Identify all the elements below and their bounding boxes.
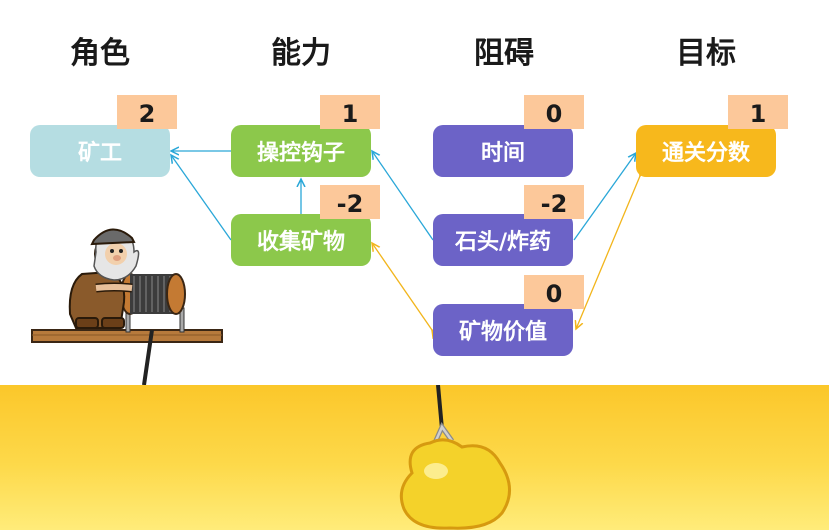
edge-collect-to-miner <box>171 155 232 241</box>
score-control-hook: 1 <box>320 95 380 129</box>
node-control-hook: 操控钩子 <box>231 125 371 177</box>
node-miner: 矿工 <box>30 125 170 177</box>
node-control-hook-label: 操控钩子 <box>256 141 345 166</box>
header-obstacle: 阻碍 <box>474 36 534 71</box>
score-ore-value: 0 <box>524 275 584 309</box>
node-collect-ore-label: 收集矿物 <box>256 230 345 255</box>
header-ability: 能力 <box>271 36 331 71</box>
miner-icon <box>31 228 223 385</box>
node-level-score: 通关分数 <box>636 125 776 177</box>
score-time: 0 <box>524 95 584 129</box>
node-stone-dynamite-label: 石头/炸药 <box>454 230 552 255</box>
node-collect-ore: 收集矿物 <box>231 214 371 266</box>
score-stone-dynamite: -2 <box>524 185 584 219</box>
node-time: 时间 <box>433 125 573 177</box>
edge-score-value <box>576 176 640 329</box>
score-collect-ore: -2 <box>320 185 380 219</box>
edge-value-collect <box>372 243 432 330</box>
node-time-label: 时间 <box>480 141 525 166</box>
node-ore-value: 矿物价值 <box>433 304 573 356</box>
node-miner-label: 矿工 <box>77 141 122 166</box>
score-level-score: 1 <box>728 95 788 129</box>
score-miner: 2 <box>117 95 177 129</box>
node-ore-value-label: 矿物价值 <box>458 320 547 345</box>
edge-stone-to-hook <box>372 151 434 241</box>
header-role: 角色 <box>70 36 130 71</box>
node-level-score-label: 通关分数 <box>661 141 750 166</box>
node-stone-dynamite: 石头/炸药 <box>433 214 573 266</box>
gold-nugget-icon <box>399 385 511 530</box>
header-goal: 目标 <box>676 36 736 71</box>
